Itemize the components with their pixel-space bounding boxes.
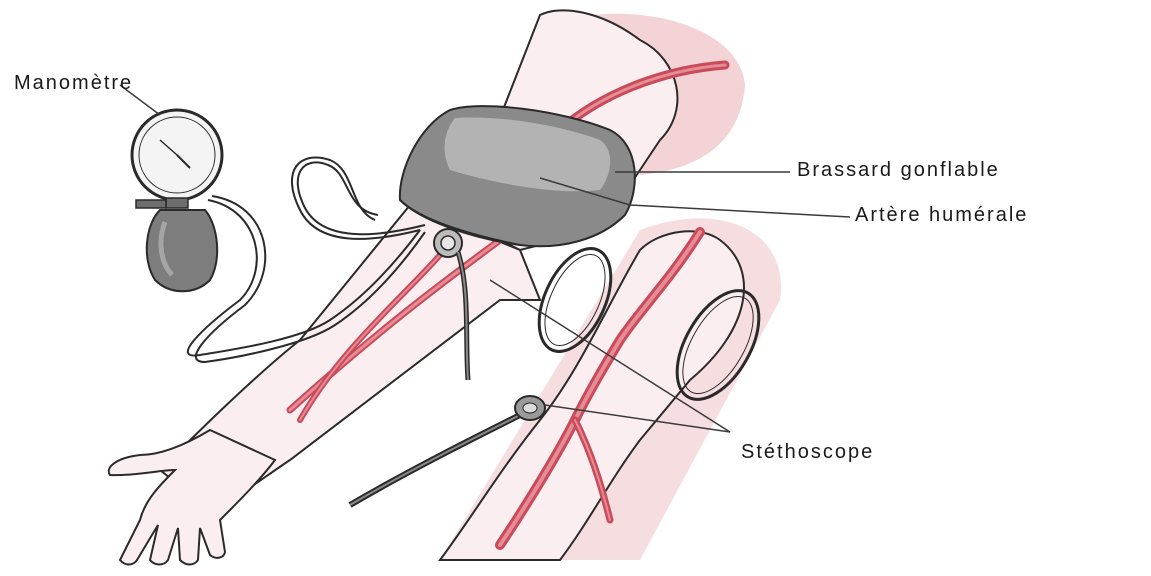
bulb xyxy=(147,210,217,291)
label-stethoscope: Stéthoscope xyxy=(741,442,874,462)
hand xyxy=(109,430,275,565)
valve xyxy=(136,200,166,208)
label-artere-humerale: Artère humérale xyxy=(855,205,1028,225)
label-manometre: Manomètre xyxy=(14,73,133,93)
label-brassard: Brassard gonflable xyxy=(797,160,1000,180)
